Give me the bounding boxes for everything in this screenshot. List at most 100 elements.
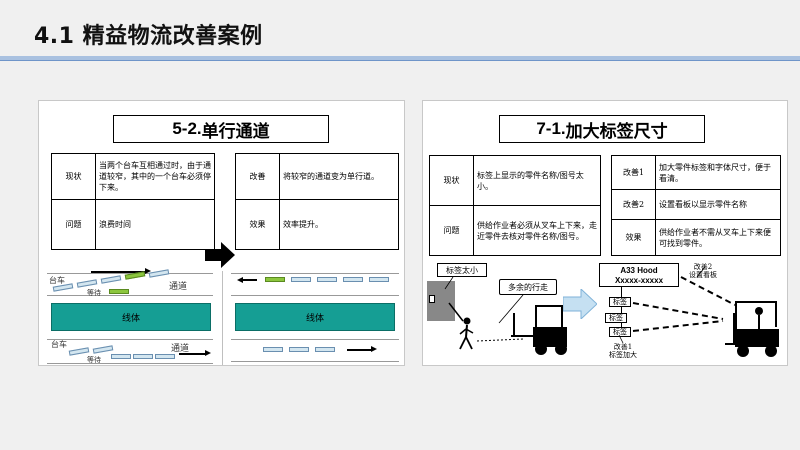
cart bbox=[76, 279, 98, 288]
case2-title-box: 7-1.加大标签尺寸 bbox=[499, 115, 705, 143]
cart bbox=[369, 277, 389, 282]
shelf-post bbox=[621, 287, 622, 337]
oneway-arrow-head-left bbox=[237, 277, 243, 283]
case1-effect-value: 效率提升。 bbox=[279, 199, 399, 250]
line-body-after: 线体 bbox=[235, 303, 395, 331]
cart-waiting bbox=[109, 289, 129, 294]
cart-label-bottom: 台车 bbox=[51, 340, 67, 349]
walking-worker-icon bbox=[459, 317, 474, 350]
case2-before-diagram: 标签太小 多余的行走 bbox=[423, 259, 573, 365]
note2-line2: 设置看板 bbox=[689, 271, 717, 279]
transition-arrow-icon bbox=[205, 242, 235, 268]
callout-extra-walking: 多余的行走 bbox=[499, 279, 557, 295]
channel-label-bottom: 通道 bbox=[171, 344, 190, 354]
cart bbox=[155, 354, 175, 359]
case-panel-one-way-aisle: 5-2.单行通道 现状 当两个台车互相通过时，由于通道较窄，其中的一个台车必须停… bbox=[38, 100, 405, 366]
case1-status-key: 现状 bbox=[51, 153, 96, 200]
aisle-edge-top bbox=[231, 273, 399, 274]
flow-arrow-line-bottom bbox=[179, 353, 205, 355]
case2-status-table: 现状 标签上显示的零件名称/图号太小。 问题 供给作业者必须从叉车上下来，走近零… bbox=[429, 155, 601, 256]
cart bbox=[343, 277, 363, 282]
case2-improve1-value: 加大零件标签和字体尺寸，便于看清。 bbox=[655, 155, 781, 190]
slide-title: 4.1 精益物流改善案例 bbox=[34, 24, 263, 49]
case2-title-text: 加大标签尺寸 bbox=[565, 121, 668, 142]
oneway-arrow-head-right bbox=[371, 346, 377, 352]
case1-improve-key: 改善 bbox=[235, 153, 280, 200]
case1-problem-key: 问题 bbox=[51, 199, 96, 250]
aisle-edge bbox=[47, 339, 213, 340]
cart-moving bbox=[265, 277, 285, 282]
channel-label-top: 通道 bbox=[169, 282, 188, 292]
case1-effect-key: 效果 bbox=[235, 199, 280, 250]
case2-improve1-key: 改善1 bbox=[611, 155, 656, 190]
cart bbox=[291, 277, 311, 282]
cart bbox=[263, 347, 283, 352]
case2-improvement-table: 改善1 加大零件标签和字体尺寸，便于看清。 改善2 设置看板以显示零件名称 效果… bbox=[611, 155, 781, 256]
forklift-icon bbox=[511, 305, 567, 355]
cart bbox=[317, 277, 337, 282]
cart bbox=[315, 347, 335, 352]
case2-status-value: 标签上显示的零件名称/图号太小。 bbox=[473, 155, 601, 206]
case2-improve2-key: 改善2 bbox=[611, 189, 656, 220]
case1-title-text: 单行通道 bbox=[201, 121, 270, 142]
case2-effect-key: 效果 bbox=[611, 219, 656, 256]
oneway-arrow-line-left bbox=[243, 279, 257, 281]
case1-improvement-table: 改善 将较窄的通道变为单行道。 效果 效率提升。 bbox=[235, 153, 399, 250]
before-after-divider bbox=[222, 271, 223, 365]
aisle-edge-bottom bbox=[47, 363, 213, 364]
aisle-edge bbox=[47, 295, 213, 296]
flow-arrow-head-bottom bbox=[205, 350, 211, 356]
enlarged-label: 标签 bbox=[605, 313, 627, 323]
note1-line2: 标签加大 bbox=[609, 351, 637, 359]
aisle-edge-bottom bbox=[231, 361, 399, 362]
cart bbox=[133, 354, 153, 359]
note2-line1: 改善2 bbox=[693, 263, 713, 271]
aisle-edge bbox=[231, 339, 399, 340]
cart bbox=[148, 269, 170, 278]
wait-label-bottom: 等待 bbox=[87, 356, 101, 364]
case2-after-diagram: A33 Hood Xxxxx-xxxxx 改善2 设置看板 标签 标签 标签 改… bbox=[595, 259, 787, 365]
case1-improve-value: 将较窄的通道变为单行道。 bbox=[279, 153, 399, 200]
flow-arrow-line-top bbox=[91, 271, 145, 273]
callout-label-too-small: 标签太小 bbox=[437, 263, 487, 277]
forklift-with-driver-icon bbox=[725, 301, 779, 357]
cart bbox=[111, 354, 131, 359]
kanban-sign: A33 Hood Xxxxx-xxxxx bbox=[599, 263, 679, 287]
small-label bbox=[429, 295, 435, 303]
case-panel-enlarge-label: 7-1.加大标签尺寸 现状 标签上显示的零件名称/图号太小。 问题 供给作业者必… bbox=[422, 100, 788, 366]
case2-effect-value: 供给作业者不需从叉车上下来便可找到零件。 bbox=[655, 219, 781, 256]
wait-label-top: 等待 bbox=[87, 289, 101, 297]
cart bbox=[92, 345, 114, 354]
before-scene-lines bbox=[444, 276, 524, 342]
case2-title-number: 7-1. bbox=[536, 119, 566, 138]
case2-status-key: 现状 bbox=[429, 155, 474, 206]
transition-arrow-icon bbox=[563, 289, 597, 319]
case1-after-diagram: 线体 bbox=[223, 267, 404, 365]
case1-status-value: 当两个台车互相通过时，由于通道较窄，其中的一个台车必须停下来。 bbox=[95, 153, 215, 200]
case1-status-table: 现状 当两个台车互相通过时，由于通道较窄，其中的一个台车必须停下来。 问题 浪费… bbox=[51, 153, 215, 250]
note1-line1: 改善1 bbox=[613, 343, 633, 351]
kanban-sign-line2: Xxxxx-xxxxx bbox=[614, 276, 664, 285]
case1-title-box: 5-2.单行通道 bbox=[113, 115, 329, 143]
sightline-dashes bbox=[618, 266, 736, 344]
case2-improve2-value: 设置看板以显示零件名称 bbox=[655, 189, 781, 220]
enlarged-label: 标签 bbox=[609, 297, 631, 307]
case1-title-number: 5-2. bbox=[172, 119, 202, 138]
case2-problem-value: 供给作业者必须从叉车上下来，走近零件去核对零件名称/图号。 bbox=[473, 205, 601, 256]
header-rule-line bbox=[0, 60, 800, 61]
case1-before-diagram: 台车 通道 等待 线体 台车 等待 通道 bbox=[39, 267, 222, 365]
cart bbox=[289, 347, 309, 352]
slide-header: 4.1 精益物流改善案例 bbox=[0, 0, 800, 61]
note-improvement-2: 改善2 设置看板 bbox=[689, 263, 717, 279]
oneway-arrow-line-right bbox=[347, 349, 371, 351]
aisle-edge bbox=[231, 295, 399, 296]
cart-label-top: 台车 bbox=[49, 276, 65, 285]
case1-problem-value: 浪费时间 bbox=[95, 199, 215, 250]
line-body-before: 线体 bbox=[51, 303, 211, 331]
case2-problem-key: 问题 bbox=[429, 205, 474, 256]
flow-arrow-head-top bbox=[145, 268, 151, 274]
header-rule bbox=[0, 56, 800, 60]
kanban-sign-line1: A33 Hood bbox=[620, 266, 658, 275]
cart bbox=[100, 275, 122, 284]
note-improvement-1: 改善1 标签加大 bbox=[609, 343, 637, 359]
